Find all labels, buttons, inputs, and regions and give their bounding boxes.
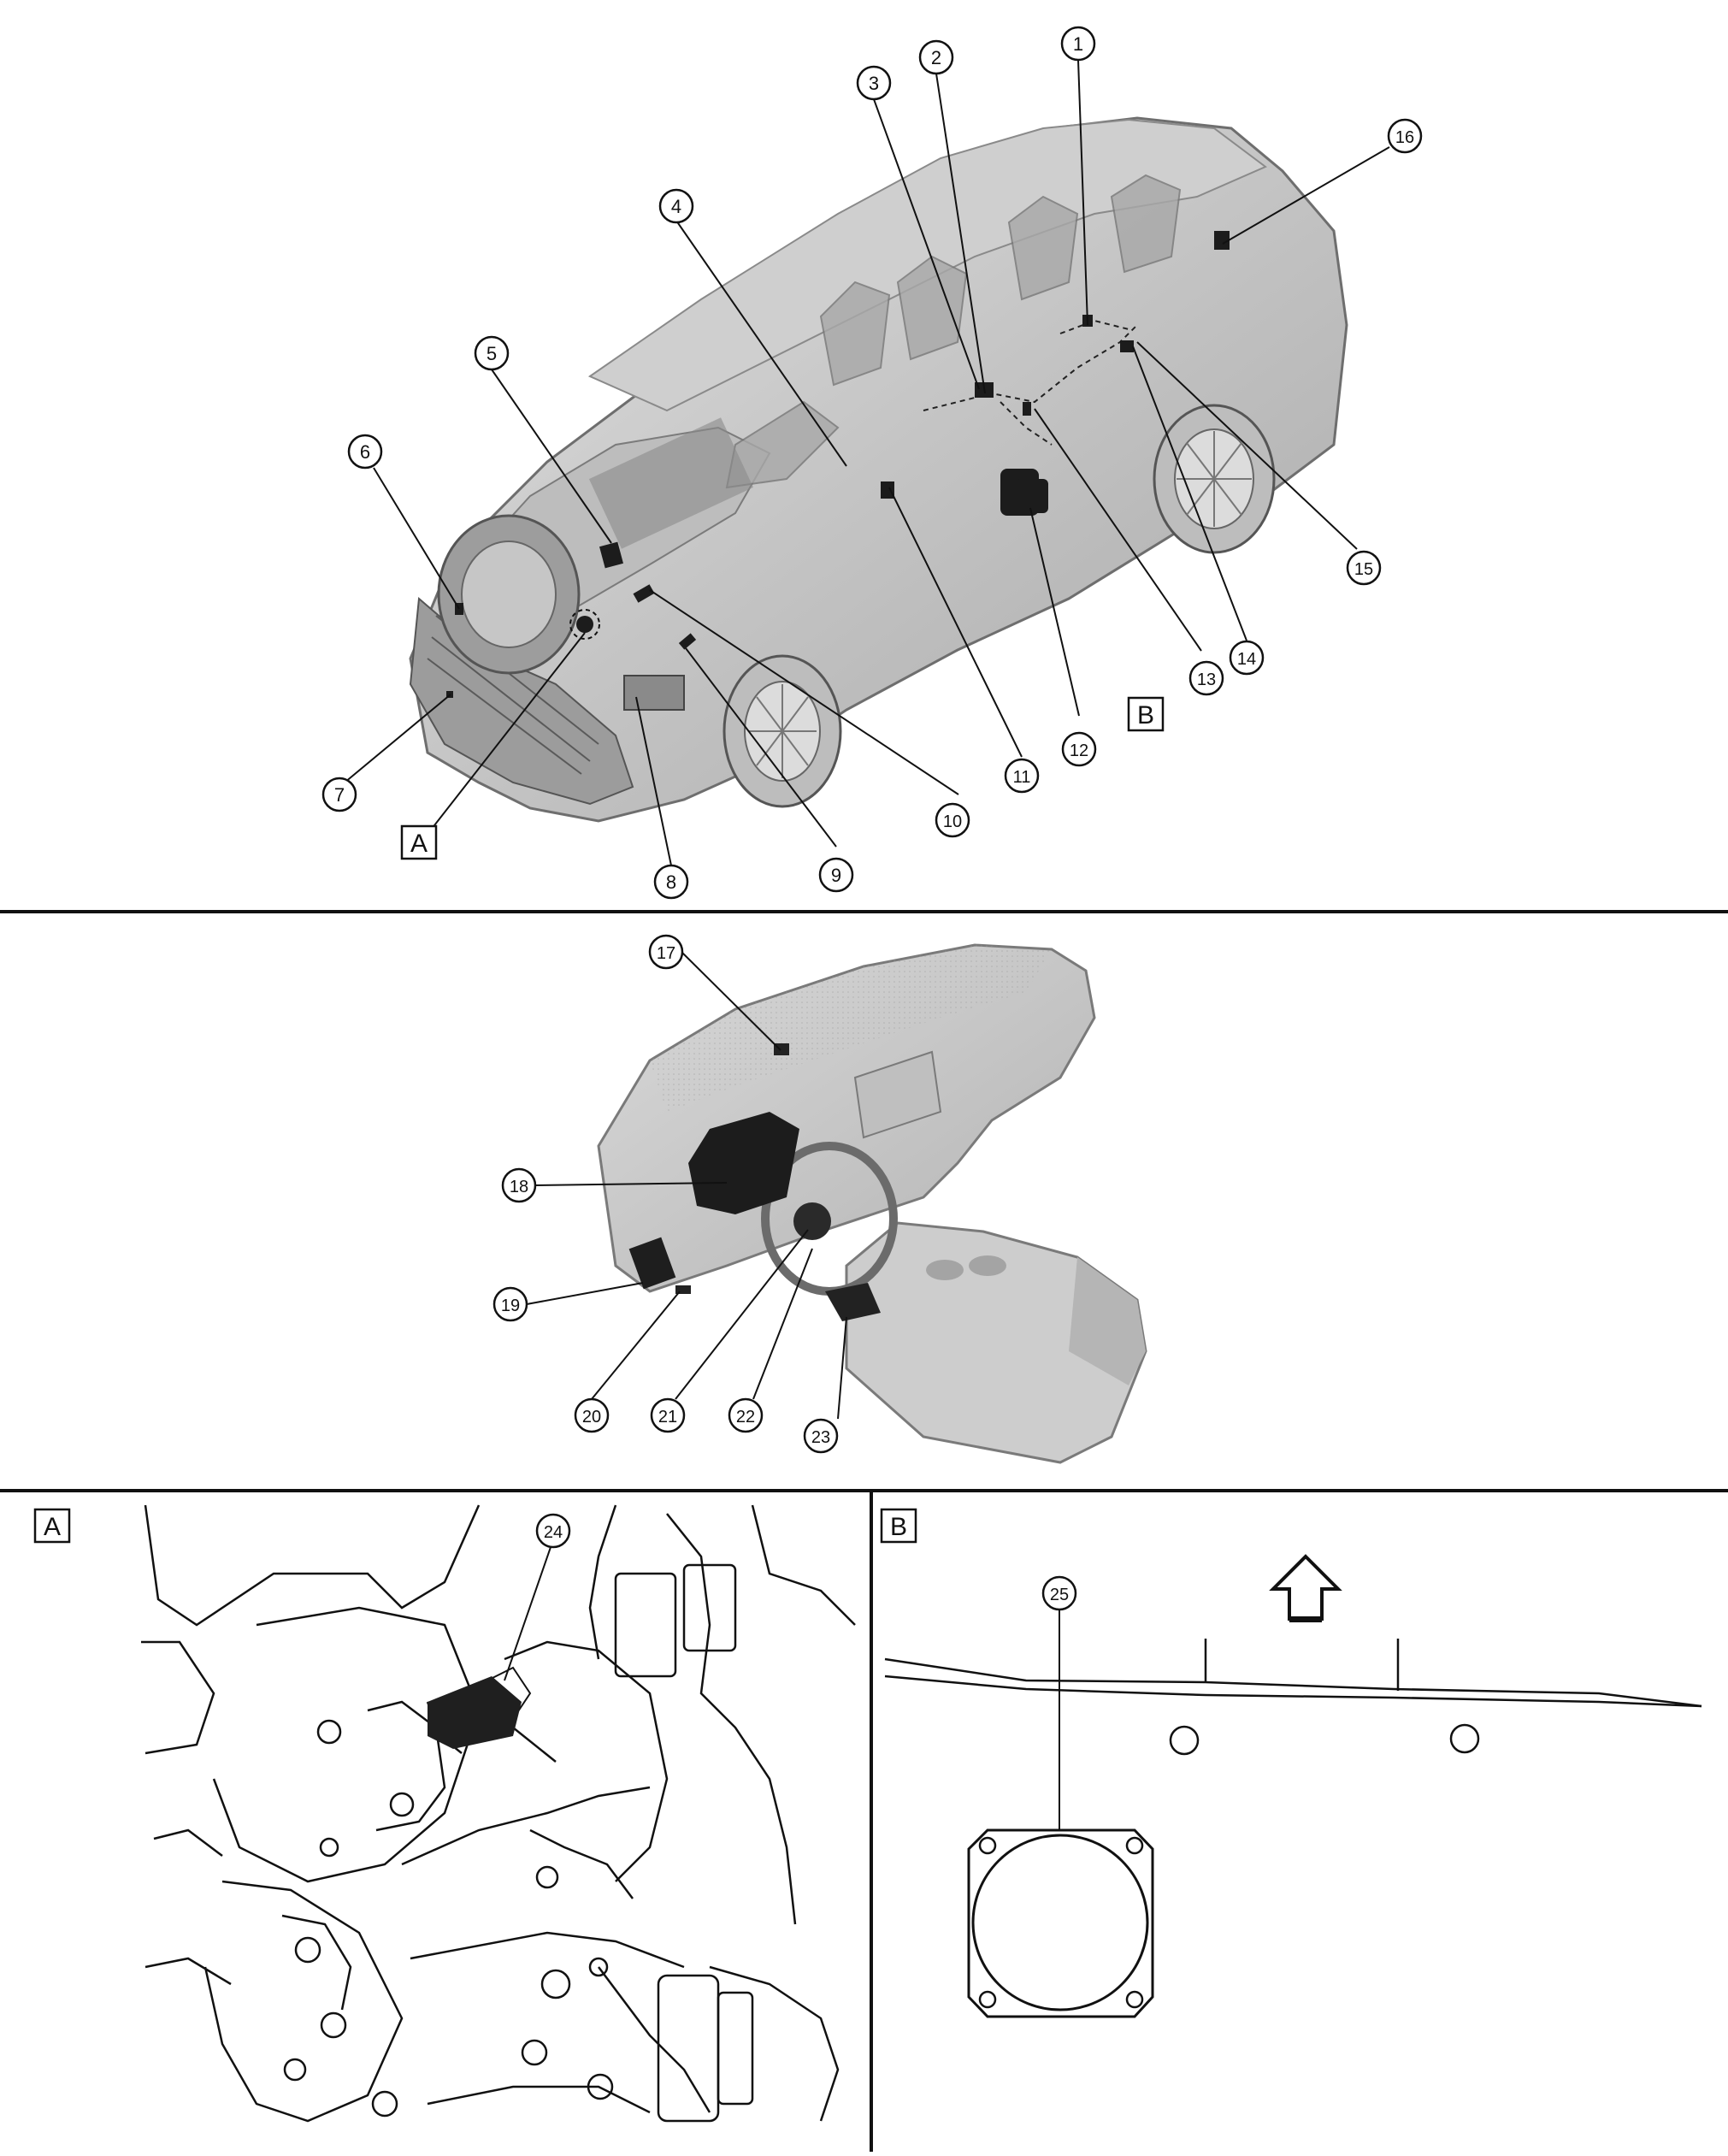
- callout-22: 22: [728, 1397, 764, 1433]
- callout-10: 10: [935, 802, 970, 838]
- callout-1: 1: [1060, 26, 1096, 62]
- svg-text:A: A: [410, 830, 428, 858]
- callout-4: 4: [658, 188, 694, 224]
- svg-text:B: B: [1137, 701, 1154, 729]
- callout-22-label: 22: [736, 1408, 755, 1427]
- vehicle-illustration: [409, 116, 1348, 823]
- callout-3-label: 3: [869, 73, 879, 94]
- callout-9-label: 9: [831, 865, 841, 886]
- detail-b-reference: B: [1127, 696, 1165, 732]
- callout-25-label: 25: [1050, 1586, 1069, 1604]
- callout-6-label: 6: [360, 441, 370, 463]
- callout-9: 9: [818, 857, 854, 893]
- callout-25: 25: [1041, 1575, 1077, 1611]
- callout-17-label: 17: [657, 944, 675, 963]
- callout-21-label: 21: [658, 1408, 677, 1427]
- callout-19: 19: [492, 1286, 528, 1322]
- callout-8: 8: [653, 864, 689, 900]
- leader-lines: [344, 59, 1390, 1830]
- callout-19-label: 19: [501, 1297, 520, 1315]
- callout-20-label: 20: [582, 1408, 601, 1427]
- callout-11: 11: [1004, 758, 1040, 794]
- svg-text:B: B: [890, 1513, 907, 1541]
- callout-3: 3: [856, 65, 892, 101]
- callout-15: 15: [1346, 550, 1382, 586]
- callout-13-label: 13: [1197, 670, 1216, 689]
- detail-a-illustration: [141, 1504, 856, 2123]
- callout-2: 2: [918, 39, 954, 75]
- up-arrow-icon: [1269, 1554, 1342, 1622]
- callout-10-label: 10: [943, 812, 962, 831]
- callout-12-label: 12: [1070, 741, 1088, 760]
- instrument-panel-illustration: [597, 943, 1147, 1464]
- callout-8-label: 8: [666, 871, 676, 893]
- callout-13: 13: [1188, 660, 1224, 696]
- callout-14: 14: [1229, 640, 1265, 676]
- callout-2-label: 2: [931, 47, 941, 68]
- callout-24-label: 24: [544, 1523, 563, 1542]
- callout-11-label: 11: [1013, 768, 1031, 787]
- callout-16-label: 16: [1395, 128, 1414, 147]
- callout-7-label: 7: [334, 784, 345, 806]
- callout-21: 21: [650, 1397, 686, 1433]
- callout-6: 6: [347, 434, 383, 470]
- callout-1-label: 1: [1073, 33, 1083, 55]
- callout-17: 17: [648, 934, 684, 970]
- callout-18: 18: [501, 1167, 537, 1203]
- callout-15-label: 15: [1354, 560, 1373, 579]
- detail-a-title: A: [33, 1508, 71, 1544]
- callout-12: 12: [1061, 731, 1097, 767]
- detail-a-part: [428, 1676, 522, 1749]
- callout-23: 23: [803, 1418, 839, 1454]
- detail-a-reference: A: [400, 824, 438, 860]
- callout-14-label: 14: [1237, 650, 1256, 669]
- callout-5-label: 5: [487, 343, 497, 364]
- detail-b-title: B: [880, 1508, 917, 1544]
- callout-20: 20: [574, 1397, 610, 1433]
- callout-7: 7: [321, 777, 357, 812]
- callout-5: 5: [474, 335, 510, 371]
- callout-18-label: 18: [510, 1178, 528, 1196]
- callout-4-label: 4: [671, 196, 681, 217]
- callout-24: 24: [535, 1513, 571, 1549]
- callout-23-label: 23: [811, 1428, 830, 1447]
- svg-text:A: A: [44, 1513, 61, 1541]
- callout-16: 16: [1387, 118, 1423, 154]
- detail-b-illustration: [884, 1639, 1702, 2018]
